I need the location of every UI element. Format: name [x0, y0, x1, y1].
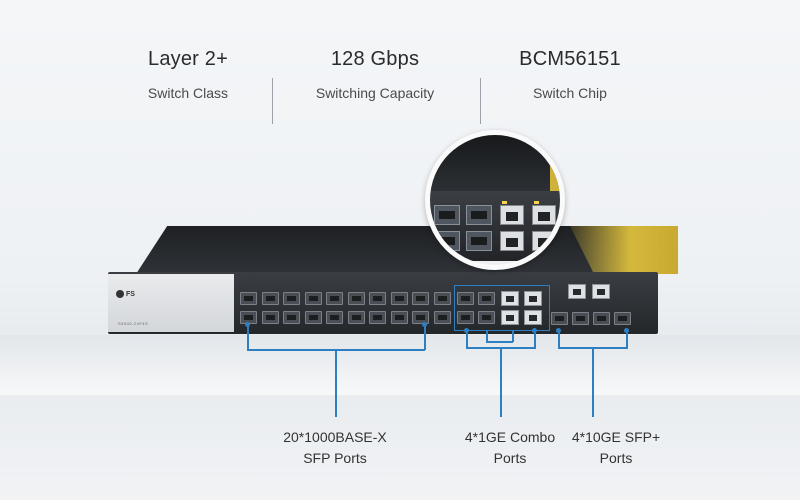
spec-value: Layer 2+: [148, 48, 228, 70]
callout-line: [424, 324, 426, 350]
callout-line: [592, 347, 594, 417]
sfp-port: [369, 292, 386, 305]
sfp-port: [261, 292, 279, 305]
sfp-port: [347, 311, 365, 324]
management-rj45-port: [592, 284, 610, 299]
callout-line: [486, 330, 488, 342]
sfp-port: [304, 292, 322, 305]
sfp-port: [347, 292, 365, 305]
sfp-port: [412, 292, 429, 305]
zoom-rj45-port: [500, 231, 524, 251]
combo-sfp-port: [478, 292, 495, 305]
callout-line: [486, 341, 513, 343]
spec-label: Switch Chip: [533, 85, 607, 101]
spec-switch-class: Layer 2+ Switch Class: [78, 48, 298, 101]
combo-highlight-box: [454, 285, 550, 331]
sfp-plus-port: [614, 312, 631, 325]
zoom-sfp-port: [466, 205, 492, 225]
callout-sfp-plus-ports: 4*10GE SFP+ Ports: [546, 427, 686, 469]
spec-switch-chip: BCM56151 Switch Chip: [460, 48, 680, 101]
combo-sfp-port: [457, 292, 474, 305]
callout-line2: SFP Ports: [303, 450, 367, 466]
zoom-led: [534, 201, 539, 204]
sfp-port: [390, 311, 408, 324]
callout-dot: [556, 328, 561, 333]
combo-rj45-port: [501, 310, 519, 325]
combo-rj45-port: [501, 291, 519, 306]
zoom-top: [430, 135, 560, 191]
zoom-sfp-port: [434, 231, 460, 251]
spec-value: 128 Gbps: [330, 48, 420, 70]
sfp-port: [304, 311, 322, 324]
sfp-port: [283, 311, 300, 324]
sfp-plus-port: [593, 312, 610, 325]
spec-label: Switch Class: [147, 85, 229, 101]
model-number: S3900-24F4S: [118, 321, 149, 326]
brand-logo-icon: [116, 290, 124, 298]
callout-line: [626, 330, 628, 348]
divider: [272, 78, 273, 124]
callout-dot: [464, 328, 469, 333]
callout-line: [534, 330, 536, 348]
management-rj45-port: [568, 284, 586, 299]
spec-switching-capacity: 128 Gbps Switching Capacity: [265, 48, 485, 101]
callout-line: [558, 330, 560, 348]
divider: [480, 78, 481, 124]
callout-line2: Ports: [493, 450, 527, 466]
combo-sfp-port: [457, 311, 474, 324]
spec-label: Switching Capacity: [315, 85, 435, 101]
zoom-sfp-port: [466, 231, 492, 251]
sfp-port: [433, 311, 451, 324]
combo-rj45-port: [524, 291, 542, 306]
callout-line: [466, 330, 468, 348]
zoom-led: [502, 201, 507, 204]
callout-dot: [624, 328, 629, 333]
zoom-sfp-port: [434, 205, 460, 225]
callout-line: [500, 347, 502, 417]
callout-combo-ports: 4*1GE Combo Ports: [440, 427, 580, 469]
sfp-port: [283, 292, 300, 305]
brand-logo: FS: [116, 290, 135, 298]
switch-label-plate: [108, 274, 234, 332]
callout-line2: Ports: [599, 450, 633, 466]
callout-dot: [532, 328, 537, 333]
zoom-detail-bubble: [425, 130, 565, 270]
shelf: [0, 335, 800, 395]
callout-dot: [422, 322, 427, 327]
sfp-plus-port: [572, 312, 589, 325]
sfp-port: [261, 311, 279, 324]
sfp-plus-port: [551, 312, 568, 325]
zoom-rj45-port: [532, 231, 556, 251]
sfp-port: [369, 311, 386, 324]
sfp-port: [326, 311, 343, 324]
combo-sfp-port: [478, 311, 495, 324]
zoom-stripe: [550, 135, 560, 191]
zoom-rj45-port: [500, 205, 524, 225]
zoom-rj45-port: [532, 205, 556, 225]
sfp-port: [240, 292, 257, 305]
combo-rj45-port: [524, 310, 542, 325]
sfp-port: [433, 292, 451, 305]
sfp-port: [326, 292, 343, 305]
sfp-port: [390, 292, 408, 305]
callout-dot: [245, 322, 250, 327]
brand-name: FS: [126, 290, 135, 298]
sfp-port: [412, 311, 429, 324]
callout-line1: 4*10GE SFP+: [571, 429, 661, 445]
network-switch: FS S3900-24F4S: [108, 226, 678, 336]
switch-top-cover: [136, 226, 656, 274]
callout-line: [512, 330, 514, 342]
callout-line1: 20*1000BASE-X: [283, 429, 387, 445]
spec-header: Layer 2+ Switch Class 128 Gbps Switching…: [0, 48, 800, 128]
callout-line1: 4*1GE Combo: [464, 429, 556, 445]
spec-value: BCM56151: [519, 48, 621, 70]
callout-line: [247, 324, 249, 350]
callout-line: [335, 349, 337, 417]
callout-sfp-ports: 20*1000BASE-X SFP Ports: [265, 427, 405, 469]
